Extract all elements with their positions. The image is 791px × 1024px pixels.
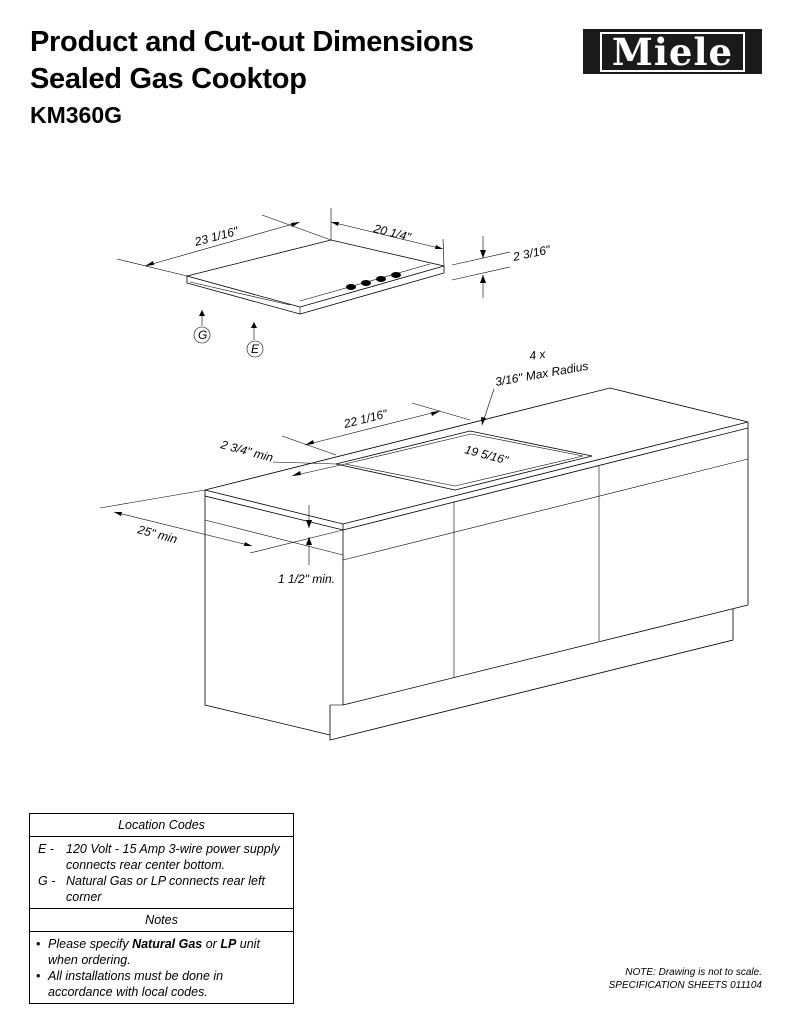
note-1-text: Please specify Natural Gas or LP unit wh… — [48, 937, 260, 967]
counter-depth-label: 25" min — [135, 522, 179, 546]
spec-sheet-id: SPECIFICATION SHEETS 011104 — [608, 980, 762, 991]
height-dimension — [451, 236, 511, 298]
page-title: Product and Cut-out Dimensions — [30, 26, 474, 58]
location-codes-header: Location Codes — [30, 814, 293, 837]
corner-radius-label: 3/16" Max Radius — [494, 359, 589, 389]
note-item: • Please specify Natural Gas or LP unit … — [36, 936, 287, 968]
scale-note: NOTE: Drawing is not to scale. — [625, 967, 762, 978]
notes-section: • Please specify Natural Gas or LP unit … — [30, 932, 293, 1003]
cutout-depth-label: 19 5/16" — [463, 442, 510, 467]
code-e: E - — [38, 842, 54, 856]
depth-dimension — [330, 208, 445, 267]
cutout-width-dimension — [281, 402, 471, 456]
notes-header: Notes — [30, 909, 293, 932]
electric-marker-label: E — [251, 342, 260, 356]
code-e-text: 120 Volt - 15 Amp 3-wire power supply co… — [66, 842, 280, 872]
model-number: KM360G — [30, 102, 123, 128]
drawer-clearance-dimension — [306, 505, 312, 565]
logo-text: Miele — [599, 31, 746, 72]
corner-count-label: 4 x — [528, 347, 547, 363]
height-label: 2 3/16" — [511, 242, 552, 264]
location-code-row: E - 120 Volt - 15 Amp 3-wire power suppl… — [38, 841, 287, 873]
width-label: 23 1/16" — [192, 224, 240, 249]
cooktop-outline — [185, 239, 445, 315]
depth-label: 20 1/4" — [371, 221, 413, 244]
drawer-clearance-label: 1 1/2" min. — [278, 572, 335, 586]
front-clearance-label: 2 3/4" min — [218, 437, 275, 465]
footnote: NOTE: Drawing is not to scale. SPECIFICA… — [609, 966, 762, 992]
note-2-text: All installations must be done in accord… — [48, 969, 224, 999]
cabinet-outline — [204, 387, 749, 741]
legend-box: Location Codes E - 120 Volt - 15 Amp 3-w… — [29, 813, 294, 1004]
location-code-row: G - Natural Gas or LP connects rear left… — [38, 873, 287, 905]
page-subtitle: Sealed Gas Cooktop — [30, 63, 307, 95]
gas-marker — [193, 310, 211, 344]
counter-depth-dimension — [99, 489, 344, 554]
miele-logo: Miele — [583, 29, 762, 74]
code-g: G - — [38, 874, 56, 888]
cutout-width-label: 22 1/16" — [341, 406, 389, 431]
location-codes-section: E - 120 Volt - 15 Amp 3-wire power suppl… — [30, 837, 293, 909]
electric-marker — [246, 322, 264, 358]
front-clearance-dimension — [272, 461, 346, 477]
gas-marker-label: G — [198, 328, 207, 342]
radius-callout — [481, 388, 495, 426]
code-g-text: Natural Gas or LP connects rear left cor… — [66, 874, 265, 904]
note-item: • All installations must be done in acco… — [36, 968, 287, 1000]
cutout-outline — [335, 430, 593, 491]
width-dimension — [116, 214, 332, 277]
